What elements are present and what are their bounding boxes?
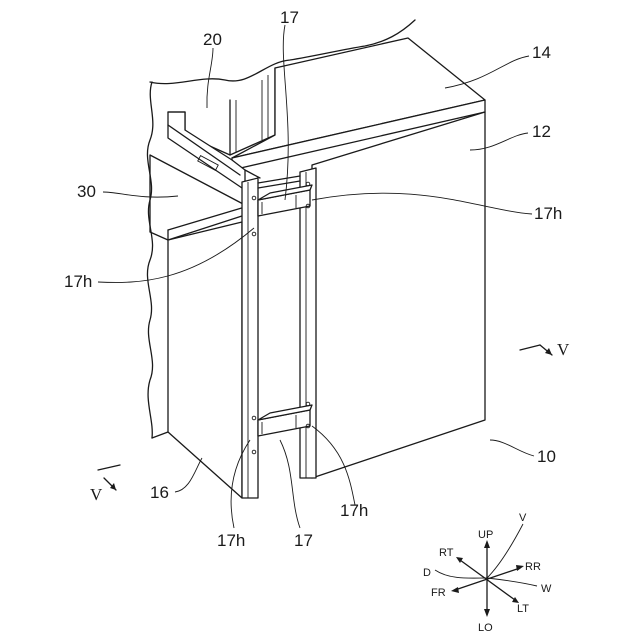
- posts-17: [242, 168, 316, 498]
- label-14: 14: [532, 43, 551, 62]
- compass-lt: LT: [517, 603, 529, 615]
- label-section-v-right: V: [557, 340, 570, 359]
- compass-rt: RT: [439, 547, 454, 559]
- body-panel-12: [312, 112, 485, 478]
- label-16: 16: [150, 483, 169, 502]
- label-17h-left: 17h: [64, 272, 92, 291]
- compass-w: W: [541, 583, 552, 595]
- compass-d: D: [423, 567, 431, 579]
- compass-up: UP: [478, 529, 493, 541]
- label-17-top: 17: [280, 8, 299, 27]
- label-17h-right-top: 17h: [534, 204, 562, 223]
- side-panel-16: [168, 222, 242, 498]
- compass-fr: FR: [431, 587, 446, 599]
- label-12: 12: [532, 122, 551, 141]
- label-section-v-left: V: [90, 485, 103, 504]
- compass-v: V: [519, 512, 527, 524]
- label-17h-bottom-left: 17h: [217, 531, 245, 550]
- compass-lo: LO: [478, 622, 493, 634]
- label-20: 20: [203, 30, 222, 49]
- compass-rr: RR: [525, 561, 541, 573]
- label-10: 10: [537, 447, 556, 466]
- section-indicator-right: [520, 345, 552, 355]
- label-30: 30: [77, 182, 96, 201]
- label-17h-bottom-right: 17h: [340, 501, 368, 520]
- label-17-bottom: 17: [294, 531, 313, 550]
